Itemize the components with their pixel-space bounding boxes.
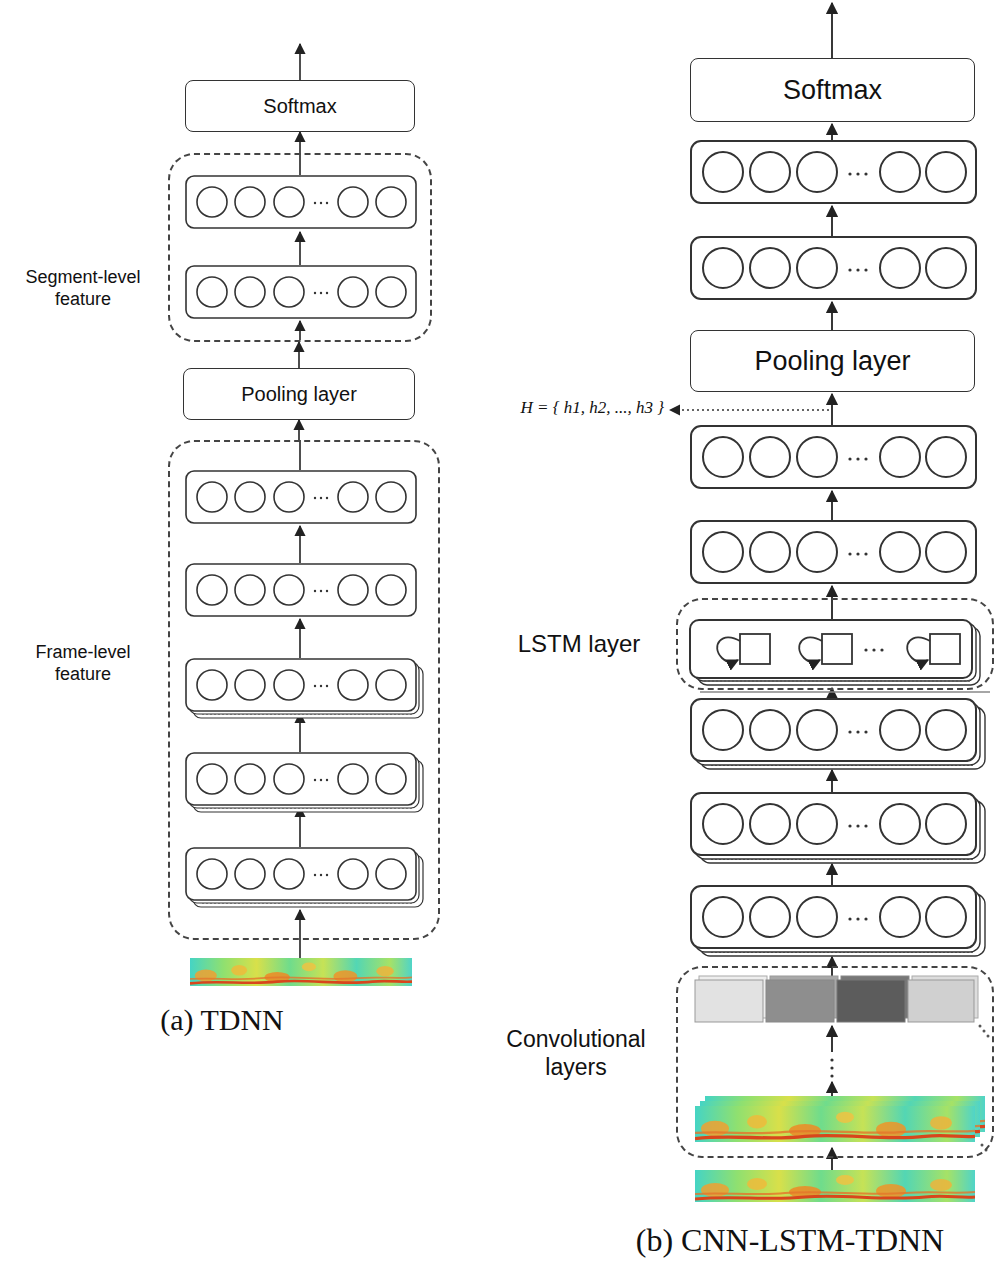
spectrogram-stack: [695, 1096, 988, 1152]
feature-maps: [695, 976, 990, 1078]
subfigure-caption: (b) CNN-LSTM-TDNN: [590, 1222, 990, 1259]
pooling-box: Pooling layer: [690, 330, 975, 392]
segment-level-group: Segment-level feature: [168, 153, 432, 342]
subfigure-caption: (a) TDNN: [72, 1003, 372, 1037]
flow-arrow: [298, 342, 300, 368]
box-label: Softmax: [783, 75, 882, 106]
box-label: Softmax: [263, 95, 336, 118]
group-label: Segment-level feature: [8, 267, 158, 310]
hidden-sequence-label: H = { h1, h2, ..., h3 }: [460, 398, 664, 418]
spectrogram: [190, 958, 412, 986]
box-label: Pooling layer: [241, 383, 357, 406]
flow-arrow: [298, 420, 300, 440]
lstm-cells: [690, 620, 990, 692]
spectrogram: [695, 1170, 975, 1202]
neuron-layers-b: [691, 141, 985, 956]
softmax-box: Softmax: [690, 58, 975, 122]
softmax-box: Softmax: [185, 80, 415, 132]
neuron-layers-a: [186, 176, 423, 907]
group-label: Frame-level feature: [8, 642, 158, 685]
convolutional-group: Convolutional layers: [676, 966, 994, 1158]
dotted-leader: [670, 410, 829, 411]
flow-arrow: [299, 132, 301, 153]
group-label: Convolutional layers: [486, 1026, 666, 1081]
lstm-layer-group: LSTM layer: [676, 598, 994, 690]
frame-level-group: Frame-level feature: [168, 440, 440, 940]
pooling-box: Pooling layer: [183, 368, 415, 420]
box-label: Pooling layer: [754, 346, 910, 377]
group-label: LSTM layer: [494, 630, 664, 659]
